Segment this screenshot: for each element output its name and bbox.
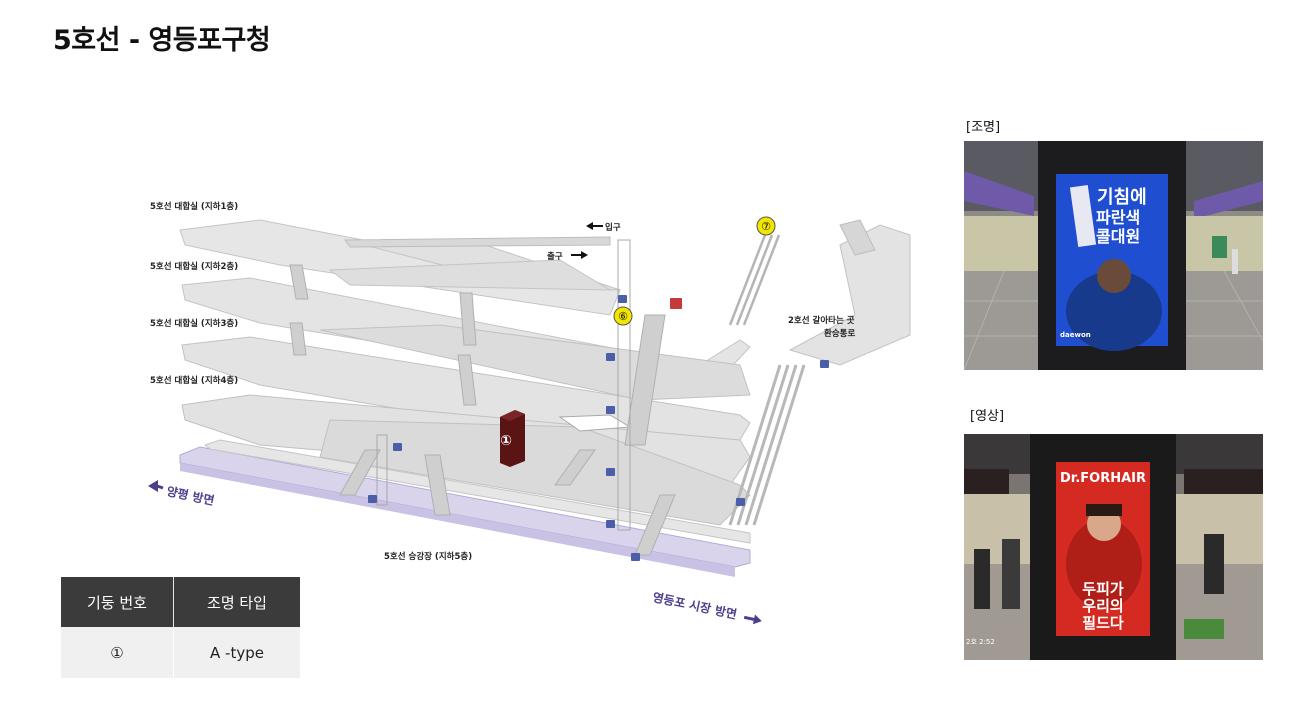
video-ad-photo: Dr.FORHAIR 두피가 우리의 필드다 2호 2:52 [964, 434, 1263, 660]
stair-connectors [289, 264, 676, 556]
svg-text:daewon: daewon [1060, 331, 1091, 339]
transfer-area [788, 219, 911, 366]
floor-label-b3: 5호선 대합실 (지하3층) [150, 318, 238, 329]
svg-text:콜대원: 콜대원 [1096, 227, 1140, 246]
svg-text:①: ① [500, 433, 512, 449]
exit-label: 출구 [547, 251, 563, 262]
left-direction-label: 양평 방면 [165, 483, 215, 508]
floor-label-b4: 5호선 대합실 (지하4층) [150, 375, 238, 386]
page-title: 5호선 - 영등포구청 [53, 25, 271, 56]
floor-label-b2: 5호선 대합실 (지하2층) [150, 261, 238, 272]
svg-text:Dr.FORHAIR: Dr.FORHAIR [1060, 471, 1146, 486]
lighting-ad-photo: 기침에 파란색 콜대원 daewon [964, 141, 1263, 370]
entrance-label: 입구 [605, 222, 621, 233]
left-direction-arrow-icon [148, 480, 164, 492]
svg-text:⑦: ⑦ [761, 220, 771, 233]
exit-6-badge: ⑥ [613, 306, 633, 326]
svg-text:기침에: 기침에 [1097, 187, 1147, 208]
svg-text:필드다: 필드다 [1082, 614, 1124, 632]
pillar-1-marker: ① [500, 410, 525, 467]
svg-text:⑥: ⑥ [618, 310, 628, 323]
table-header-pillar-number: 기둥 번호 [61, 577, 174, 627]
facility-icons [368, 295, 829, 561]
platform-slab [179, 439, 751, 577]
right-direction-label: 영등포 시장 방면 [651, 589, 738, 621]
svg-text:우리의: 우리의 [1082, 597, 1123, 615]
concourse-b4-slab [181, 394, 751, 526]
pillar-type-table: 기둥 번호 조명 타입 ① A -type [61, 577, 300, 678]
stairs-exit7 [728, 234, 781, 326]
table-cell-pillar: ① [61, 627, 174, 678]
lighting-photo-label: [조명] [966, 120, 1001, 135]
entrance-arrow-icon [586, 222, 603, 230]
transfer-label-line2: 환승통로 [824, 328, 855, 339]
table-row: ① A -type [61, 627, 300, 678]
right-direction-arrow-icon [743, 614, 762, 625]
floor-label-b1: 5호선 대합실 (지하1층) [150, 201, 238, 212]
svg-text:2호 2:52: 2호 2:52 [966, 638, 995, 646]
svg-text:두피가: 두피가 [1082, 580, 1124, 598]
svg-text:파란색: 파란색 [1096, 208, 1140, 227]
table-header-lighting-type: 조명 타입 [173, 577, 300, 627]
exit-7-badge: ⑦ [756, 216, 776, 236]
video-photo-label: [영상] [970, 409, 1005, 424]
elevator-shafts [376, 239, 631, 531]
station-map: 5호선 대합실 (지하1층) 5호선 대합실 (지하2층) 5호선 대합실 (지… [148, 201, 911, 625]
table-cell-type: A -type [173, 627, 300, 678]
transfer-label-line1: 2호선 갈아타는 곳 [788, 315, 855, 326]
platform-label: 5호선 승강장 (지하5층) [384, 551, 472, 562]
exit-arrow-icon [571, 251, 588, 259]
